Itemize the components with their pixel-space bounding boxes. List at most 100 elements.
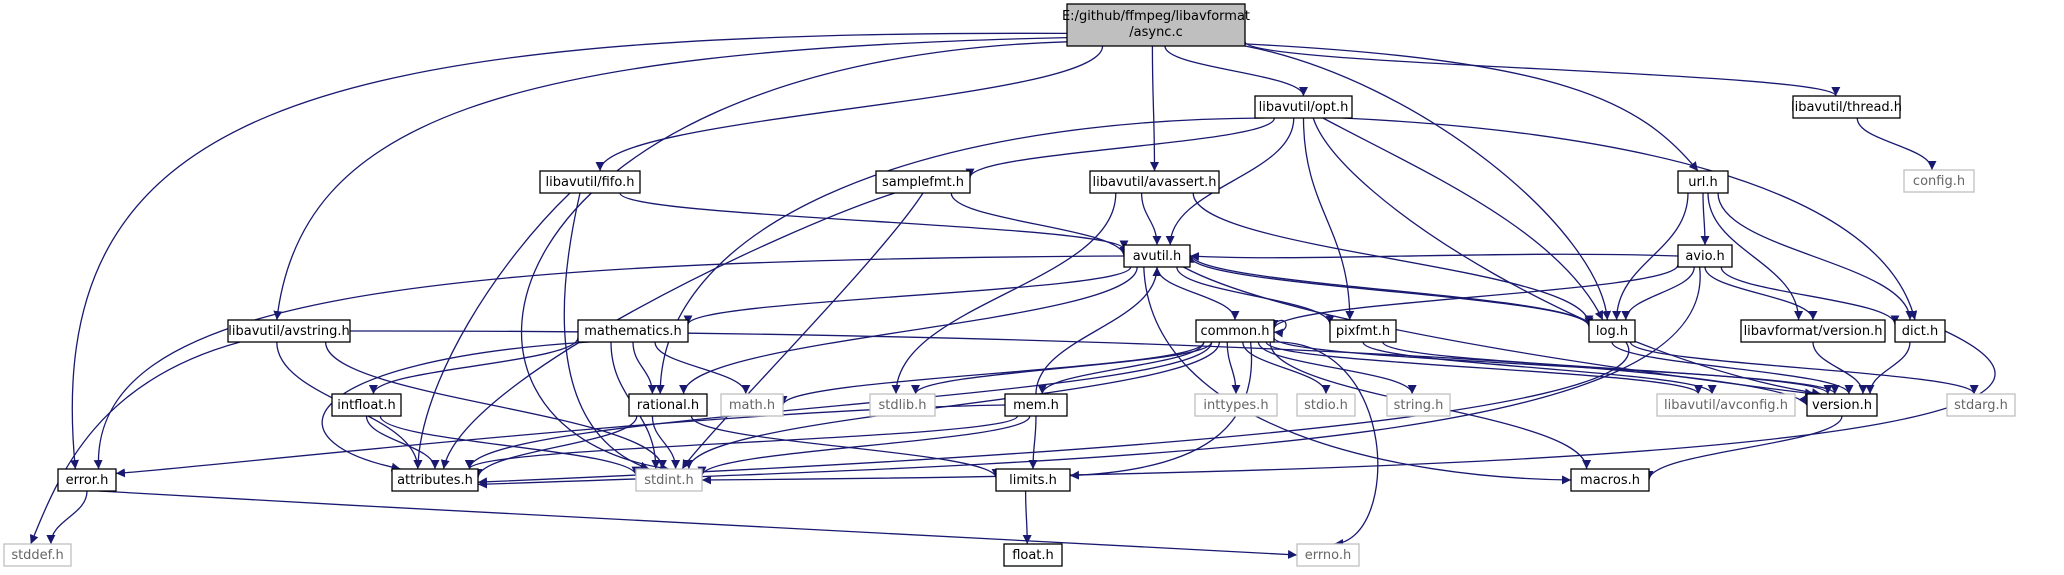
edge-root-to-thread [1244, 41, 1841, 97]
node-fifo[interactable]: libavutil/fifo.h [539, 170, 641, 194]
node-errno: errno.h [1296, 543, 1360, 567]
edge-fifo-to-avutil [619, 192, 1129, 250]
node-box-errno [1296, 543, 1360, 567]
node-mem[interactable]: mem.h [1004, 393, 1068, 417]
node-intfloat[interactable]: intfloat.h [331, 393, 402, 417]
node-error[interactable]: error.h [57, 468, 117, 492]
node-config: config.h [1903, 169, 1975, 193]
node-avassert[interactable]: libavutil/avassert.h [1089, 170, 1220, 194]
node-thread[interactable]: libavutil/thread.h [1791, 95, 1902, 119]
node-log[interactable]: log.h [1588, 319, 1636, 343]
edge-common-to-stdio [1242, 341, 1331, 395]
edge-avutil-to-log [1189, 255, 1594, 327]
node-box-config [1903, 169, 1975, 193]
node-opt[interactable]: libavutil/opt.h [1254, 95, 1353, 119]
node-box-lavfversion [1740, 319, 1886, 343]
edge-samplefmt-to-attributes [440, 192, 895, 470]
node-label-version: version.h [1812, 398, 1872, 413]
edge-pixfmt-to-version [1382, 341, 1833, 395]
node-dict[interactable]: dict.h [1894, 319, 1946, 343]
node-version[interactable]: version.h [1806, 393, 1878, 417]
edge-root-to-avassert [1149, 45, 1159, 172]
edge-avutil-to-pixfmt [1176, 266, 1335, 325]
node-common[interactable]: common.h [1195, 319, 1275, 343]
node-label-thread: libavutil/thread.h [1791, 100, 1902, 115]
node-label-dict: dict.h [1902, 324, 1938, 339]
edge-samplefmt-to-stdint [681, 192, 924, 470]
node-label-stdint: stdint.h [644, 473, 693, 488]
node-root[interactable]: E:/github/ffmpeg/libavformat/async.c [1062, 3, 1250, 47]
edge-root-to-url [1244, 43, 1699, 172]
edge-root-to-error [70, 32, 1068, 470]
edge-common-self-loop [1273, 319, 1287, 338]
edge-avutil-to-rational [679, 266, 1138, 395]
edge-thread-to-config [1856, 117, 1937, 171]
node-box-stdarg [1946, 393, 2016, 417]
edge-common-to-inttypes [1226, 341, 1241, 395]
edge-avassert-to-stdlib [891, 192, 1117, 395]
node-string: string.h [1386, 393, 1451, 417]
node-box-float [1003, 543, 1063, 567]
node-box-macros [1570, 468, 1650, 492]
node-label-avassert: libavutil/avassert.h [1092, 175, 1216, 190]
edge-mem-to-limits [1028, 415, 1038, 470]
node-stdio: stdio.h [1296, 393, 1356, 417]
edge-opt-to-log [1322, 117, 1604, 321]
node-stddef: stddef.h [3, 543, 72, 567]
node-label-avconfig: libavutil/avconfig.h [1664, 398, 1788, 413]
edge-root-to-fifo [595, 45, 1104, 172]
node-float[interactable]: float.h [1003, 543, 1063, 567]
node-samplefmt[interactable]: samplefmt.h [875, 170, 971, 194]
node-label-lavfversion: libavformat/version.h [1744, 324, 1883, 339]
node-stdlib: stdlib.h [869, 393, 936, 417]
edge-log-to-stdarg [1629, 341, 1979, 395]
edge-root-to-opt [1164, 45, 1308, 97]
node-mathematics[interactable]: mathematics.h [577, 319, 689, 343]
edge-root-to-stdint [520, 41, 1068, 473]
node-pixfmt[interactable]: pixfmt.h [1329, 319, 1397, 343]
node-avstring[interactable]: libavutil/avstring.h [227, 319, 351, 343]
node-macros[interactable]: macros.h [1570, 468, 1650, 492]
edge-rational-to-limits [690, 415, 1001, 479]
node-box-version [1806, 393, 1878, 417]
edge-common-to-mem [1037, 341, 1205, 395]
node-label-fifo: libavutil/fifo.h [546, 175, 635, 190]
node-box-url [1677, 170, 1729, 194]
node-box-attributes [391, 468, 479, 492]
edge-mem-to-error [115, 404, 1006, 478]
node-url[interactable]: url.h [1677, 170, 1729, 194]
edge-avio-to-avutil [1189, 251, 1679, 261]
node-attributes[interactable]: attributes.h [391, 468, 479, 492]
edge-mathematics-to-rational [632, 341, 657, 395]
node-label-math: math.h [729, 398, 775, 413]
edge-avstring-to-stddef [29, 341, 241, 545]
node-label-attributes: attributes.h [397, 473, 473, 488]
edge-mathematics-to-math [654, 341, 751, 395]
node-rational[interactable]: rational.h [628, 393, 708, 417]
node-limits[interactable]: limits.h [995, 468, 1071, 492]
node-label-url: url.h [1688, 175, 1718, 190]
node-box-stdio [1296, 393, 1356, 417]
node-box-mem [1004, 393, 1068, 417]
edge-dict-to-version [1865, 341, 1911, 395]
edge-url-to-log [1612, 192, 1689, 321]
edge-avio-to-log [1621, 266, 1695, 321]
node-label-log: log.h [1596, 324, 1628, 339]
edge-fifo-to-stdint [563, 192, 650, 471]
node-box-math [720, 393, 784, 417]
edge-avassert-to-avutil [1140, 192, 1162, 246]
node-box-stdint [635, 468, 703, 492]
edge-samplefmt-to-avutil [950, 192, 1129, 257]
node-lavfversion[interactable]: libavformat/version.h [1740, 319, 1886, 343]
edge-common-to-stdint [684, 341, 1221, 470]
node-box-fifo [539, 170, 641, 194]
node-box-limits [995, 468, 1071, 492]
node-label-avstring: libavutil/avstring.h [228, 324, 349, 339]
node-label-float: float.h [1012, 548, 1054, 563]
node-avutil[interactable]: avutil.h [1123, 244, 1191, 268]
node-avio[interactable]: avio.h [1677, 244, 1733, 268]
node-box-rational [628, 393, 708, 417]
edge-avio-to-attributes [477, 266, 1701, 489]
edge-lavfversion-to-version [1812, 341, 1868, 395]
